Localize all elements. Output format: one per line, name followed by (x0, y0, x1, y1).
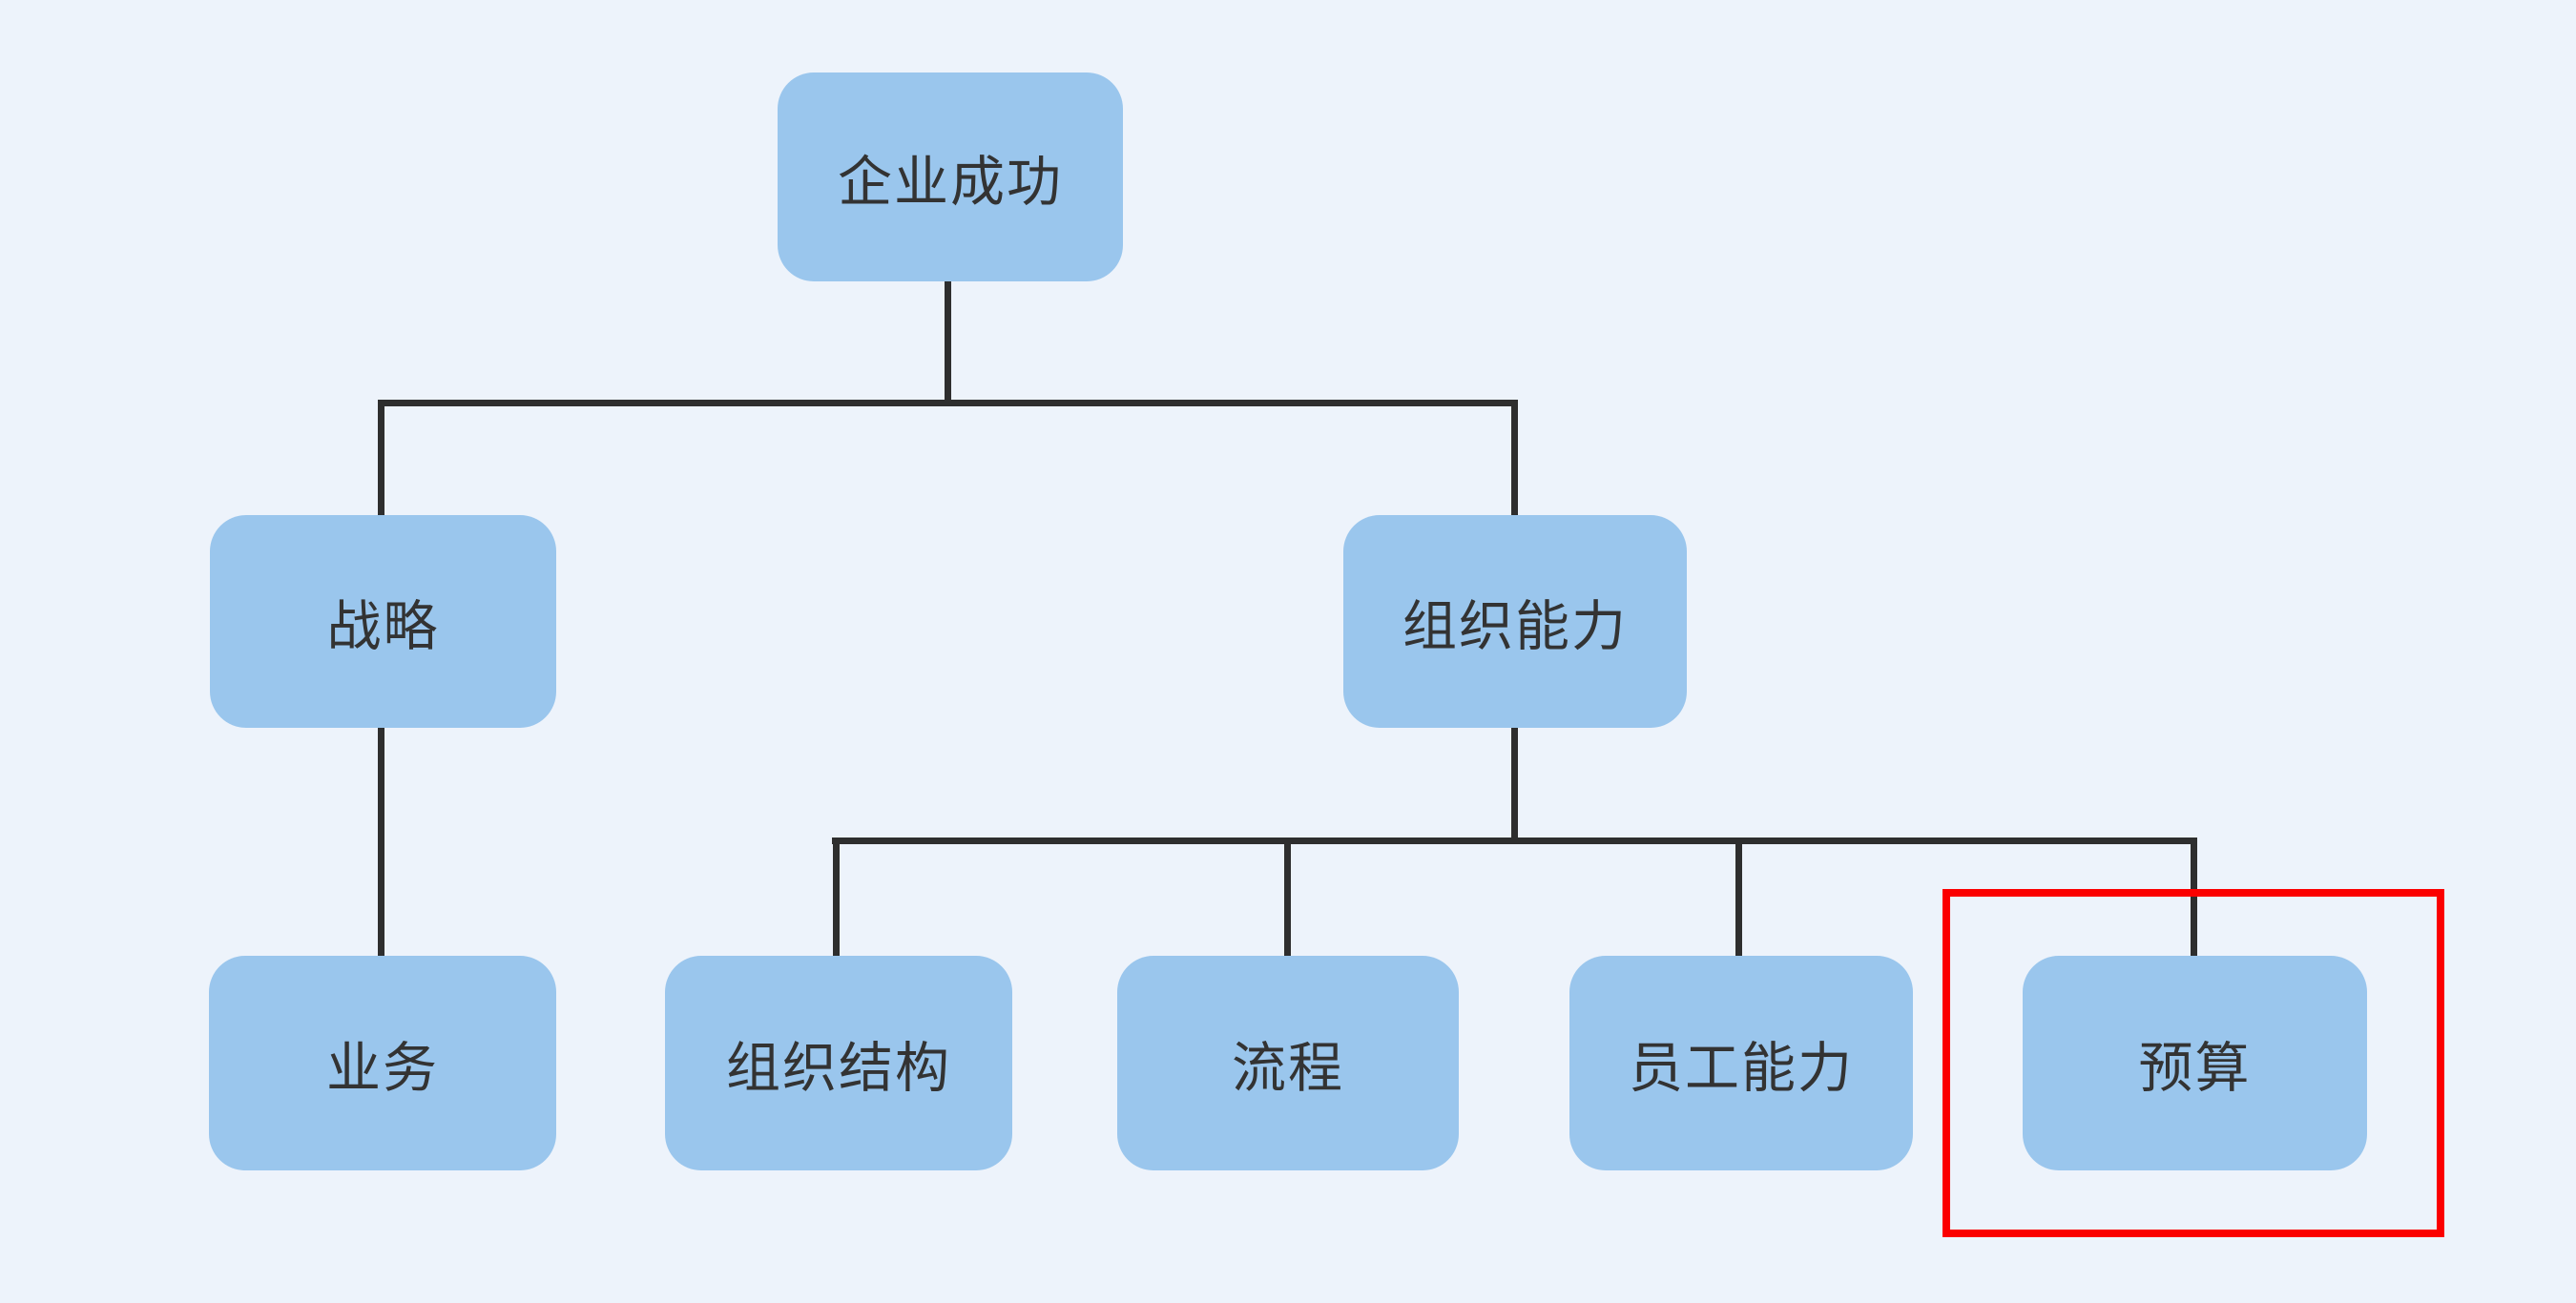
connector-bus-to-process (1284, 841, 1291, 957)
node-org-capability[interactable]: 组织能力 (1343, 515, 1687, 728)
node-strategy[interactable]: 战略 (210, 515, 556, 728)
connector-root-to-bus (945, 279, 951, 403)
connector-bus-to-strategy (378, 403, 384, 516)
node-budget[interactable]: 预算 (2023, 956, 2367, 1170)
connector-strategy-to-business (378, 727, 384, 957)
node-process[interactable]: 流程 (1117, 956, 1459, 1170)
node-enterprise-success[interactable]: 企业成功 (778, 72, 1123, 281)
connector-bus-to-org-structure (833, 841, 840, 957)
connector-level1-bus (378, 400, 1518, 406)
highlight-rectangle-budget (1942, 889, 2444, 1237)
node-business[interactable]: 业务 (209, 956, 556, 1170)
node-org-structure[interactable]: 组织结构 (665, 956, 1012, 1170)
connector-bus-to-budget (2191, 841, 2197, 957)
node-employee-capability[interactable]: 员工能力 (1569, 956, 1913, 1170)
connector-bus-to-employee-capability (1735, 841, 1742, 957)
connector-bus-to-org-capability (1511, 403, 1518, 516)
connector-level2-bus (832, 838, 2197, 844)
connector-org-capability-to-bus (1511, 727, 1518, 840)
